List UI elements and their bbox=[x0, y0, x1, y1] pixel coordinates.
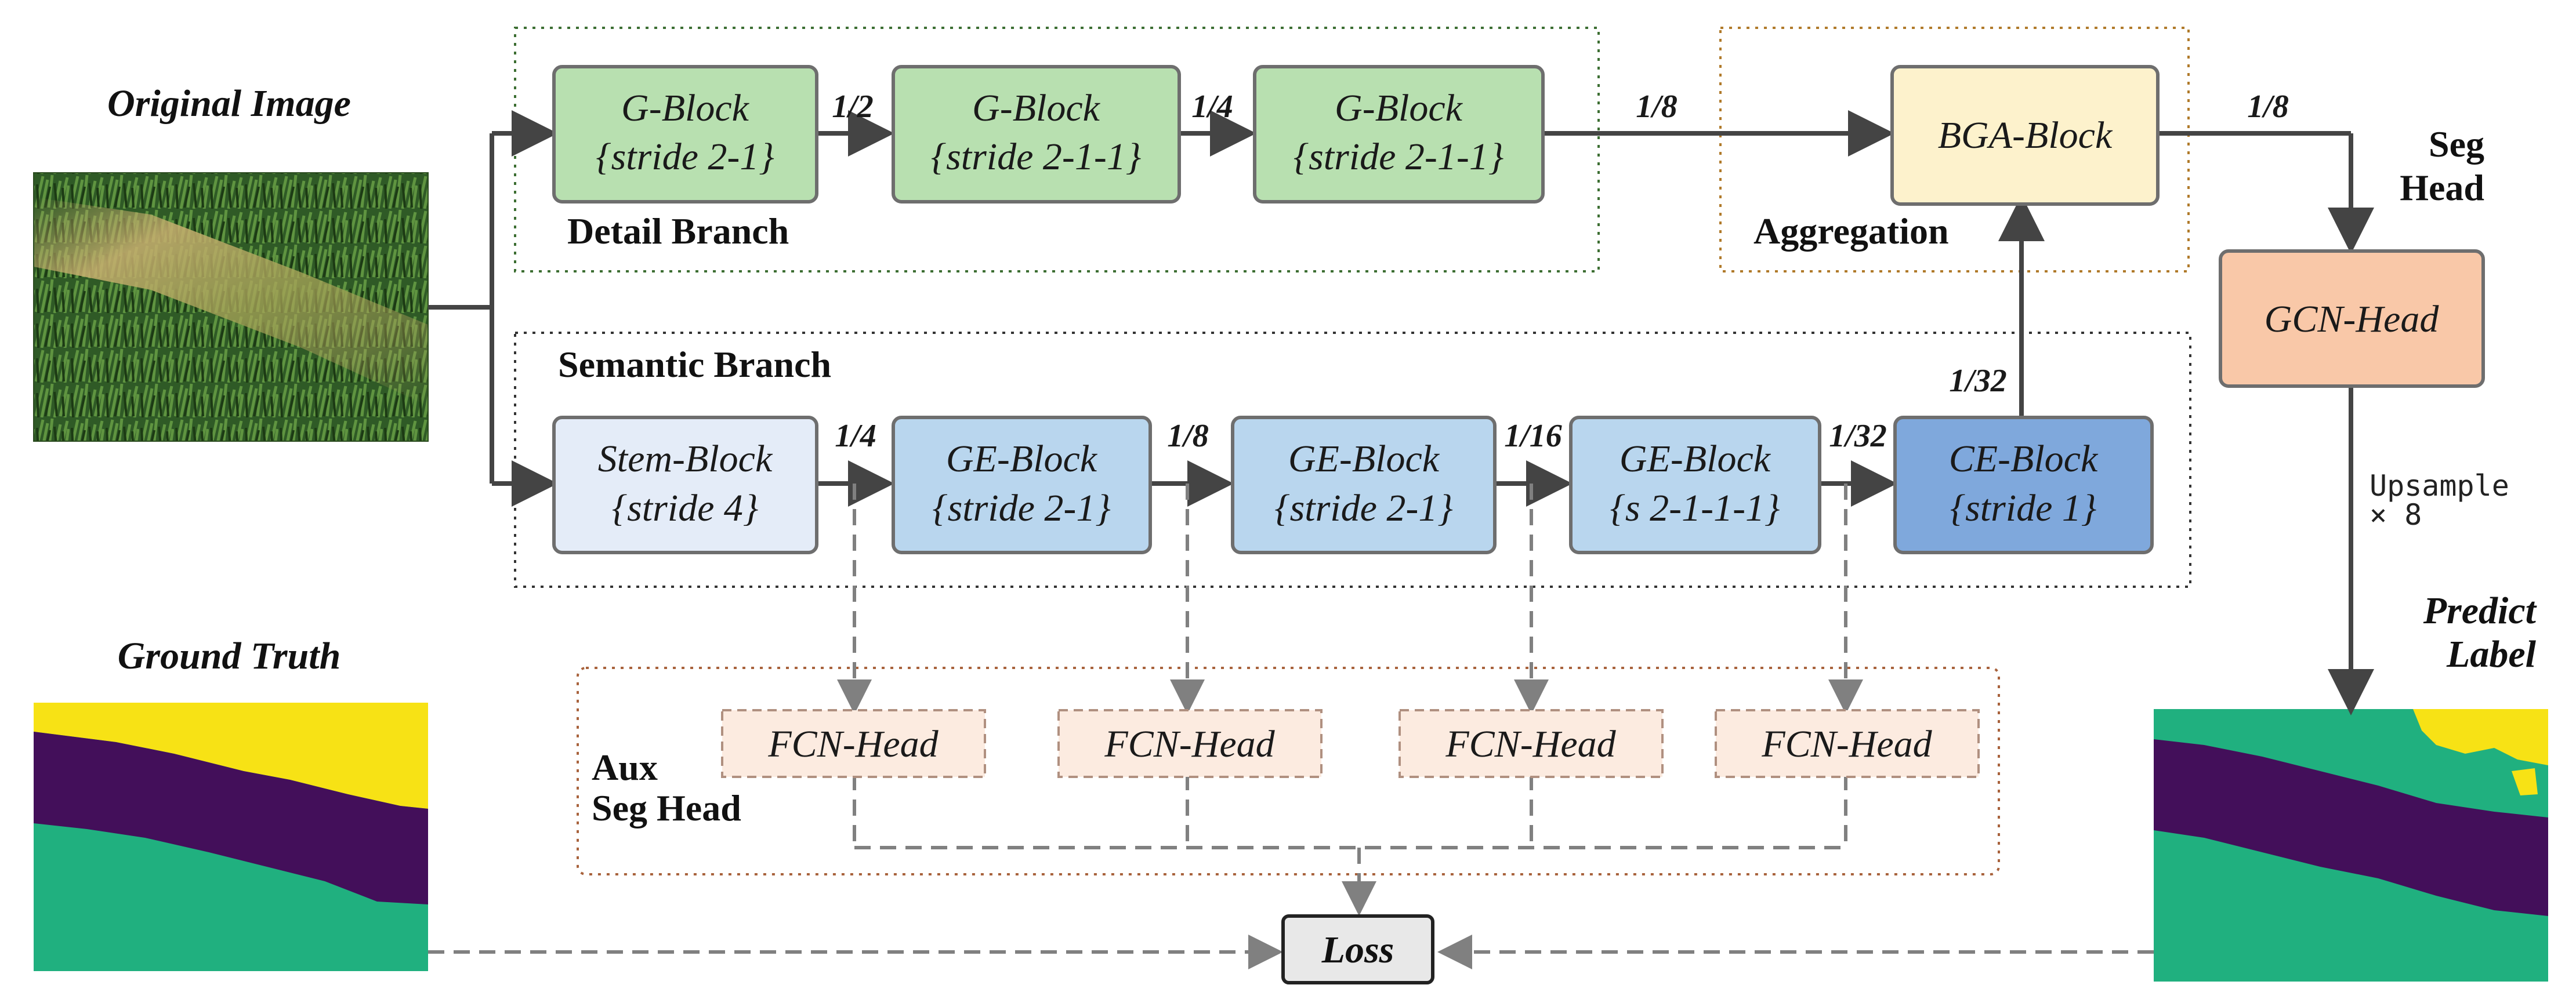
ratio-semantic-4: 1/32 bbox=[1829, 418, 1887, 454]
stem-block-param: {stride 4} bbox=[612, 487, 759, 529]
ratio-bga-out: 1/8 bbox=[2247, 89, 2289, 125]
ge-block-2-param: {stride 2-1} bbox=[1274, 487, 1453, 529]
ge-block-1-param: {stride 2-1} bbox=[932, 487, 1111, 529]
fcn-head-2-name: FCN-Head bbox=[1104, 723, 1275, 765]
semantic-branch-container bbox=[514, 332, 2191, 588]
stem-block: Stem-Block {stride 4} bbox=[552, 416, 818, 554]
fcn-head-1-name: FCN-Head bbox=[767, 723, 939, 765]
ge-block-3-name: GE-Block bbox=[1619, 438, 1771, 480]
g-block-1: G-Block {stride 2-1} bbox=[552, 65, 818, 203]
g-block-1-param: {stride 2-1} bbox=[596, 136, 774, 178]
seg-head-label-line2: Head bbox=[2400, 167, 2484, 208]
bga-block: BGA-Block bbox=[1890, 65, 2160, 206]
fcn-head-1: FCN-Head bbox=[721, 709, 986, 778]
ratio-semantic-3: 1/16 bbox=[1504, 418, 1562, 454]
fcn-head-3: FCN-Head bbox=[1398, 709, 1664, 778]
aux-label-line1: Aux bbox=[592, 747, 658, 788]
ratio-detail-1: 1/2 bbox=[832, 89, 874, 125]
upsample-label-line1: Upsample bbox=[2370, 469, 2509, 503]
ce-block-name: CE-Block bbox=[1949, 438, 2099, 480]
g-block-1-name: G-Block bbox=[621, 87, 750, 129]
ratio-semantic-1: 1/4 bbox=[835, 418, 876, 454]
loss-box: Loss bbox=[1281, 914, 1434, 984]
aggregation-label: Aggregation bbox=[1753, 210, 1949, 252]
g-block-2: G-Block {stride 2-1-1} bbox=[892, 65, 1181, 203]
loss-label: Loss bbox=[1321, 929, 1394, 971]
aux-seg-head-container bbox=[577, 667, 2000, 875]
ratio-detail-3: 1/8 bbox=[1636, 89, 1678, 125]
stem-block-name: Stem-Block bbox=[598, 438, 773, 480]
predict-label-image bbox=[2154, 709, 2548, 982]
solid-connectors bbox=[428, 110, 2374, 715]
g-block-3-param: {stride 2-1-1} bbox=[1294, 136, 1504, 178]
ge-block-2: GE-Block {stride 2-1} bbox=[1231, 416, 1497, 554]
ground-truth-image bbox=[34, 703, 428, 971]
g-block-2-param: {stride 2-1-1} bbox=[931, 136, 1142, 178]
dashed-connectors bbox=[428, 484, 2154, 969]
upsample-label-line2: × 8 bbox=[2370, 498, 2422, 532]
predict-label-title-line2: Label bbox=[2446, 633, 2537, 675]
ge-block-2-name: GE-Block bbox=[1288, 438, 1440, 480]
seg-head-label-line1: Seg bbox=[2429, 123, 2484, 165]
ce-block-param: {stride 1} bbox=[1950, 487, 2097, 529]
fcn-head-3-name: FCN-Head bbox=[1445, 723, 1616, 765]
ratio-ce-up: 1/32 bbox=[1949, 363, 2007, 399]
fcn-head-4-name: FCN-Head bbox=[1761, 723, 1932, 765]
g-block-2-name: G-Block bbox=[972, 87, 1101, 129]
ratio-semantic-2: 1/8 bbox=[1167, 418, 1209, 454]
ground-truth-title: Ground Truth bbox=[118, 635, 341, 677]
bga-block-name: BGA-Block bbox=[1938, 114, 2113, 157]
fcn-head-2: FCN-Head bbox=[1057, 709, 1323, 778]
detail-branch-label: Detail Branch bbox=[567, 210, 789, 252]
original-image-title: Original Image bbox=[107, 82, 351, 125]
ratio-detail-2: 1/4 bbox=[1191, 89, 1233, 125]
ge-block-3: GE-Block {s 2-1-1-1} bbox=[1569, 416, 1821, 554]
ge-block-1: GE-Block {stride 2-1} bbox=[892, 416, 1152, 554]
original-image bbox=[33, 172, 429, 442]
predict-label-title-line1: Predict bbox=[2423, 590, 2537, 632]
g-block-3: G-Block {stride 2-1-1} bbox=[1253, 65, 1545, 203]
ge-block-1-name: GE-Block bbox=[946, 438, 1098, 480]
ge-block-3-param: {s 2-1-1-1} bbox=[1610, 487, 1780, 529]
aux-label-line2: Seg Head bbox=[592, 787, 741, 828]
gcn-head-name: GCN-Head bbox=[2265, 298, 2440, 340]
gcn-head: GCN-Head bbox=[2219, 249, 2485, 388]
semantic-branch-label: Semantic Branch bbox=[558, 344, 831, 385]
g-block-3-name: G-Block bbox=[1335, 87, 1463, 129]
fcn-head-4: FCN-Head bbox=[1715, 709, 1980, 778]
ce-block: CE-Block {stride 1} bbox=[1893, 416, 2154, 554]
